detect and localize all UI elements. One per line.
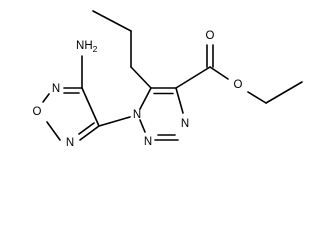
bond-c4-carbonyl-c xyxy=(175,66,211,89)
bond-propyl-ch3-ch2 xyxy=(92,10,132,32)
bond-ester-o-ch2 xyxy=(247,91,267,104)
carbonyl-oxygen: O xyxy=(206,30,215,42)
triazole-nitrogen-3: N xyxy=(181,118,189,130)
furazan-nitrogen-bottom: N xyxy=(66,137,74,149)
bond-triazole-c4-n3 xyxy=(175,87,184,114)
bond-carbonyl-c-ester-o xyxy=(209,66,229,80)
bond-triazole-n1-c5 xyxy=(139,87,152,110)
ester-oxygen: O xyxy=(234,79,243,91)
amino-nitrogen: N xyxy=(76,40,84,52)
bond-propyl-ch2-c5 xyxy=(130,66,152,89)
triazole-nitrogen-1: N xyxy=(133,109,141,121)
bond-triazole-n2-n1 xyxy=(139,119,146,133)
bond-furazan-c4-n-bottom xyxy=(79,125,100,141)
bond-ethyl-ch2-ch3 xyxy=(265,81,303,104)
amino-subscript: 2 xyxy=(93,44,98,54)
bond-furazan-c4-n-bottom-inner xyxy=(78,122,95,135)
bond-n1-furazan-c xyxy=(98,116,131,127)
furazan-oxygen: O xyxy=(33,106,42,118)
bond-furazan-n-bottom-o xyxy=(46,121,61,141)
amino-group-label: NH2 xyxy=(76,40,98,54)
chemical-structure-diagram: NH2 N O N N N N O O xyxy=(33,10,303,149)
bond-furazan-o-n-left xyxy=(42,93,50,103)
triazole-nitrogen-2: N xyxy=(144,136,152,148)
furazan-nitrogen-left: N xyxy=(52,83,60,95)
amino-hydrogen: H xyxy=(84,40,92,52)
bond-furazan-c3-c4 xyxy=(81,87,100,127)
